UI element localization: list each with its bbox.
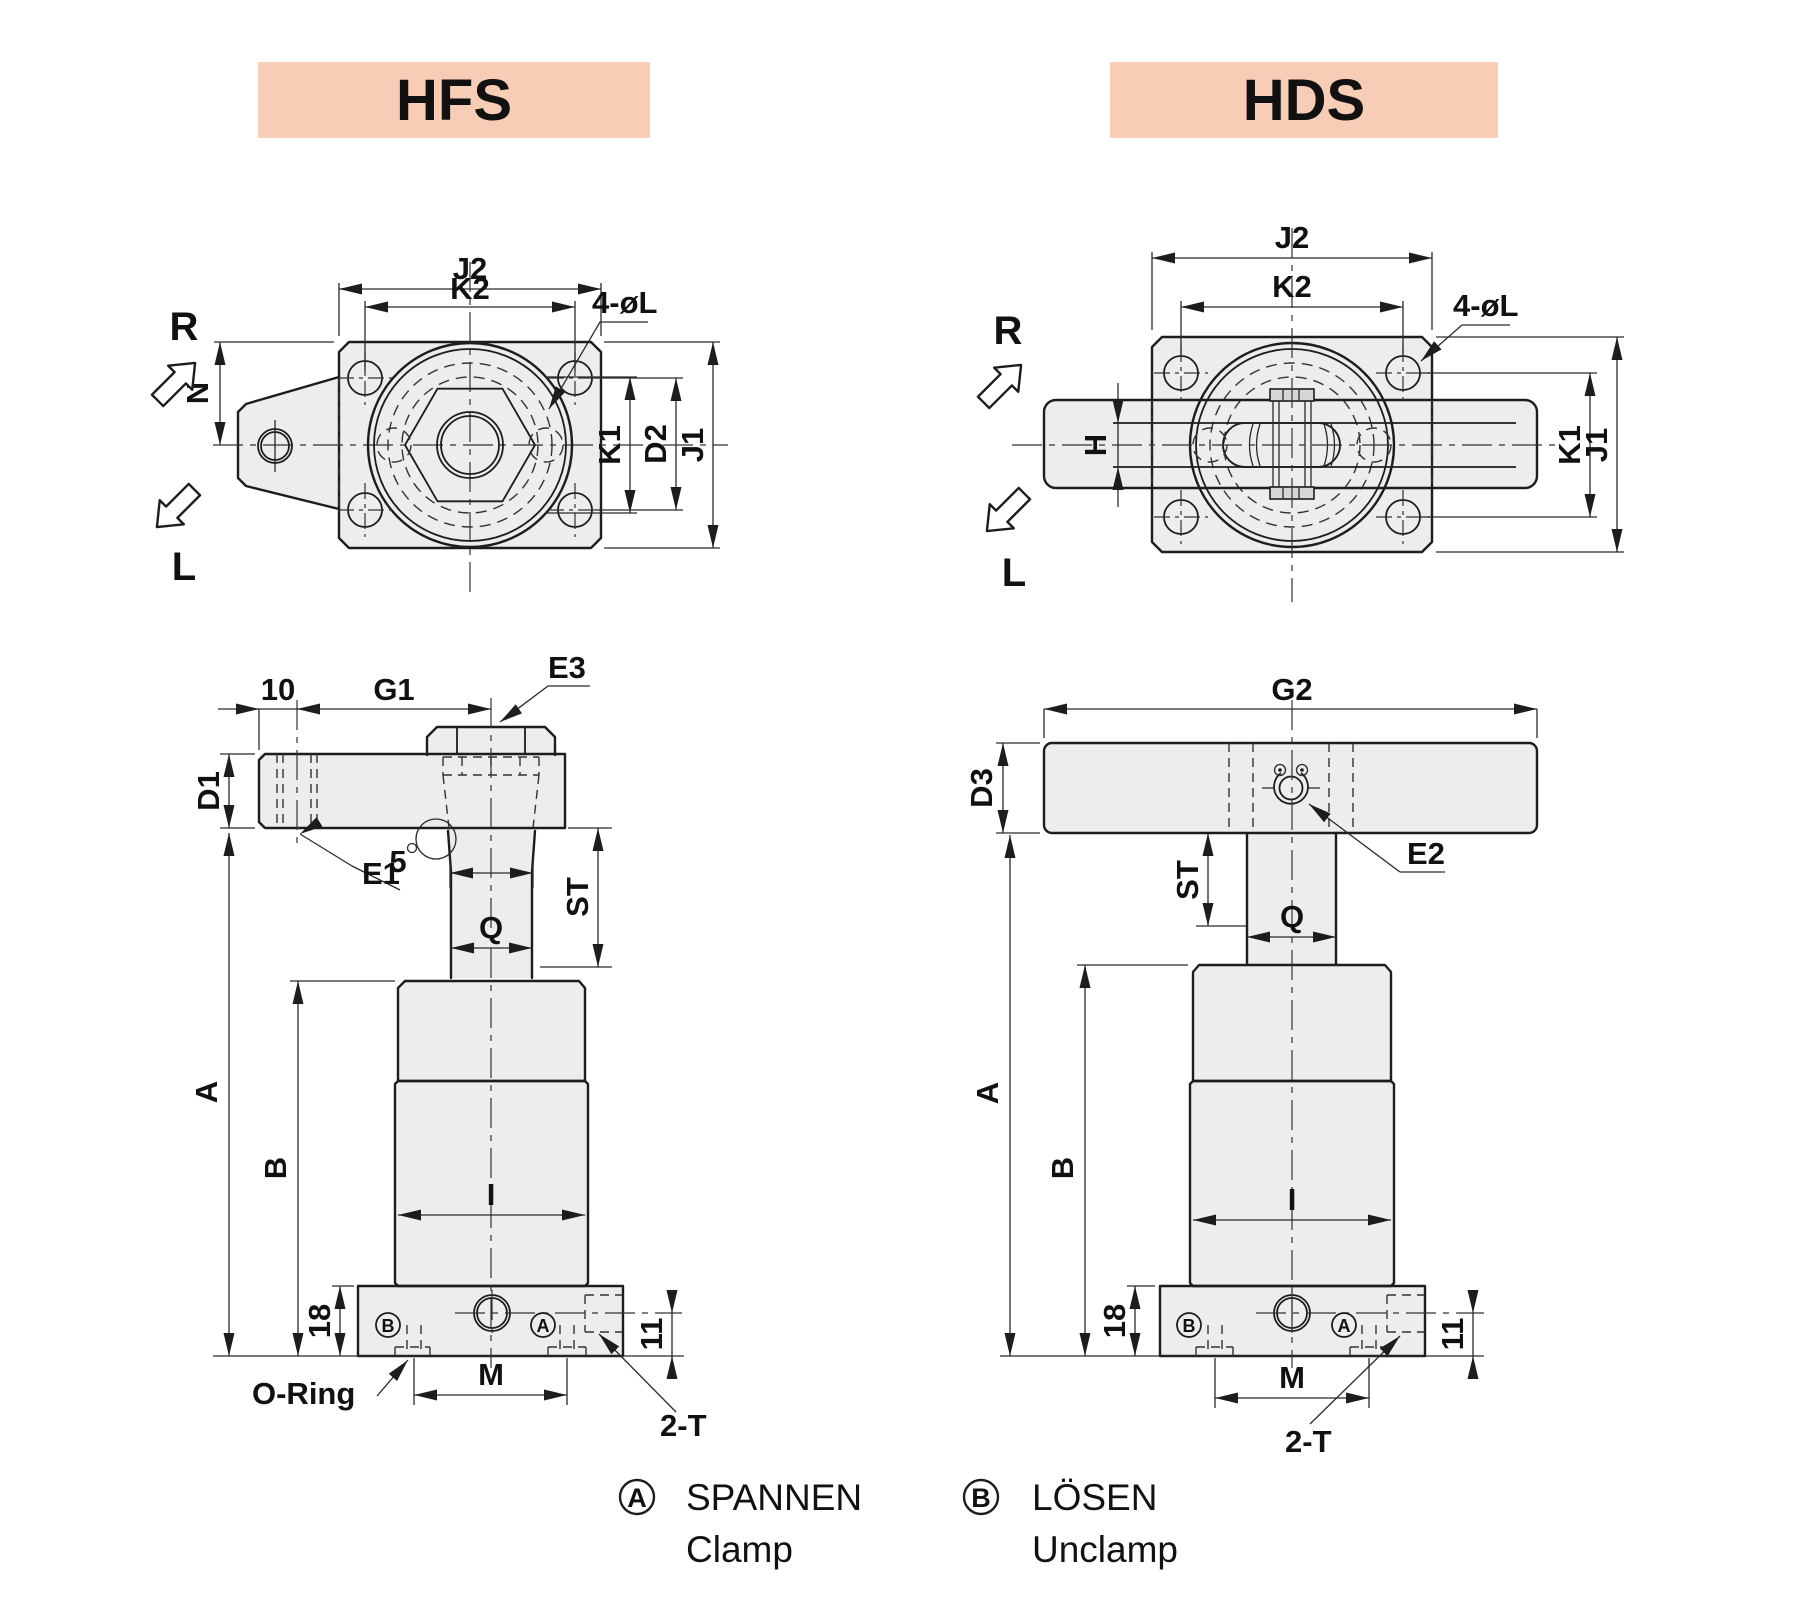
hfs-dim-st: ST (560, 877, 595, 917)
hds-port-a-label: A (1338, 1316, 1351, 1336)
hds-dim-j2: J2 (1275, 220, 1309, 255)
hfs-angle-detail-circle (415, 818, 457, 860)
legend-b-letter: B (971, 1483, 991, 1513)
hfs-dim-i: I (487, 1177, 496, 1212)
hds-lower-body (1188, 1079, 1396, 1288)
hfs-angle-5: 5 (389, 844, 406, 879)
hds-dim-18: 18 (1097, 1304, 1132, 1338)
hfs-dim-k2: K2 (450, 271, 490, 306)
hfs-dim-d2: D2 (638, 424, 673, 464)
header-hds: HDS (1110, 62, 1498, 138)
hfs-dim-10: 10 (261, 672, 295, 707)
degree-icon (406, 842, 418, 854)
hfs-dim-e3: E3 (548, 650, 586, 685)
hds-l-arrow-icon (973, 480, 1038, 545)
hfs-label-r: R (170, 305, 199, 349)
hfs-dim-holes: 4-øL (592, 285, 657, 320)
hds-header-box (1110, 62, 1498, 138)
legend-b-de: LÖSEN (1032, 1477, 1157, 1518)
hfs-arm-hole (257, 428, 293, 464)
hds-plan-view: H J2 K2 4-øL R L K1 J1 (970, 220, 1624, 602)
hfs-dim-j1: J1 (675, 428, 710, 462)
hfs-dim-d1: D1 (191, 771, 226, 811)
hfs-port-b-label: B (382, 1316, 395, 1336)
legend-b-en: Unclamp (1032, 1529, 1178, 1570)
hfs-dim-18: 18 (302, 1304, 337, 1338)
hfs-header-box (258, 62, 650, 138)
hds-dim-11: 11 (1435, 1318, 1470, 1351)
hds-title: HDS (1243, 68, 1365, 133)
hds-dim-h: H (1078, 434, 1113, 456)
hfs-dim-b: B (258, 1157, 293, 1179)
hds-piston-rod (1245, 831, 1338, 967)
hfs-l-arrow-icon (143, 476, 208, 541)
hds-dim-holes: 4-øL (1453, 288, 1518, 323)
hfs-arm-side (257, 752, 567, 830)
hds-dim-e2: E2 (1407, 836, 1445, 871)
hds-flange-outline (1150, 335, 1434, 554)
hfs-dim-11: 11 (634, 1318, 669, 1351)
hds-2t-label: 2-T (1285, 1424, 1332, 1459)
hds-circlip-icon (1262, 763, 1320, 805)
hds-dim-k2: K2 (1272, 269, 1312, 304)
hds-dim-g2: G2 (1271, 672, 1312, 707)
hds-r-arrow-icon (970, 351, 1035, 416)
legend-a-icon (618, 1478, 656, 1516)
hds-dim-st: ST (1170, 860, 1205, 900)
hfs-piston-rod (446, 829, 537, 980)
hfs-dim-k1: K1 (592, 425, 627, 465)
hds-dim-b: B (1045, 1157, 1080, 1179)
hds-label-l: L (1002, 551, 1026, 595)
header-hfs: HFS (258, 62, 650, 138)
hds-label-r: R (994, 309, 1023, 353)
hds-dim-a: A (970, 1082, 1005, 1104)
hds-side-view: G2 D3 E2 ST Q A B I 18 B (964, 672, 1539, 1459)
hfs-side-view: 10 G1 E3 D1 E1 5 ST Q A B I (189, 650, 707, 1443)
hfs-dim-a: A (189, 1081, 224, 1103)
hds-dim-d3: D3 (964, 768, 999, 808)
legend: A SPANNEN Clamp B LÖSEN Unclamp (618, 1477, 1178, 1570)
hfs-dim-e1: E1 (362, 856, 400, 891)
hds-dim-k1: K1 (1552, 425, 1587, 465)
hds-dim-i: I (1288, 1182, 1297, 1217)
hfs-title: HFS (396, 68, 512, 133)
hfs-dim-q: Q (479, 910, 503, 945)
hfs-dim-g1: G1 (373, 672, 414, 707)
hds-port-b-label: B (1183, 1316, 1196, 1336)
hfs-plan-view: J2 K2 4-øL N R L K1 D2 J1 (143, 251, 728, 592)
legend-b-icon (962, 1478, 1000, 1516)
hfs-oring-label: O-Ring (252, 1376, 355, 1411)
legend-a-de: SPANNEN (686, 1477, 862, 1518)
hds-dim-q: Q (1280, 899, 1304, 934)
hfs-port-a-label: A (537, 1316, 550, 1336)
hds-dim-m: M (1279, 1360, 1305, 1395)
hfs-hex-nut-plan (404, 387, 536, 503)
hfs-lower-body (393, 1079, 590, 1288)
hfs-dim-m: M (478, 1357, 504, 1392)
hfs-label-l: L (172, 545, 196, 589)
hfs-2t-label: 2-T (660, 1408, 707, 1443)
legend-a-letter: A (627, 1483, 647, 1513)
legend-a-en: Clamp (686, 1529, 793, 1570)
hds-double-arm-side (1042, 741, 1539, 835)
hds-dim-j1: J1 (1579, 428, 1614, 462)
hfs-dim-j2: J2 (453, 251, 487, 286)
